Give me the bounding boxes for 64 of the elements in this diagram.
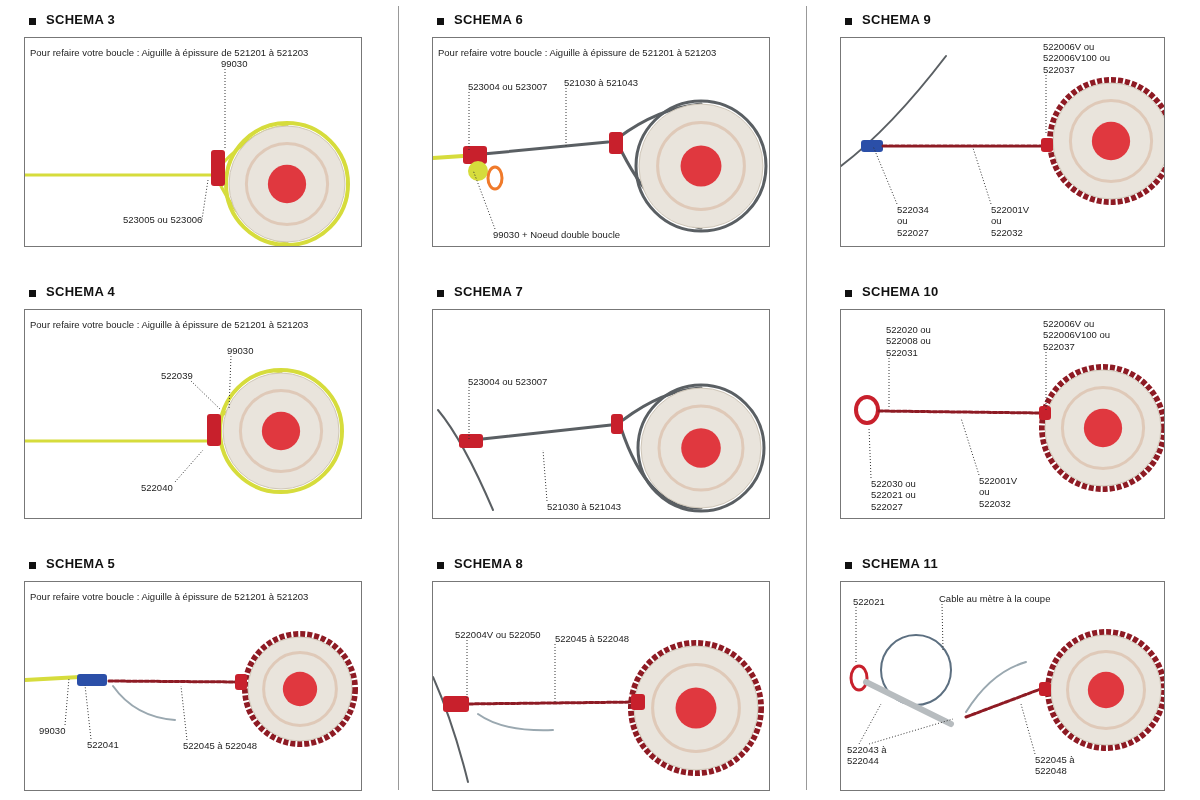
- callout-label: 521030 à 521043: [547, 501, 621, 513]
- leader-line: [190, 380, 222, 411]
- callout-label: 522034 ou 522027: [897, 204, 931, 239]
- note-text: Pour refaire votre boucle : Aiguille à épissure de 521201 à 521203: [30, 319, 309, 330]
- leader-line: [64, 677, 70, 726]
- callout-label: 522006V ou 522006V100 ou 522037: [1043, 318, 1123, 353]
- callout-label: 522041: [87, 739, 119, 751]
- leader-line: [855, 606, 857, 665]
- callout-label: 99030 + Noeud double boucle: [493, 229, 621, 241]
- leader-line: [174, 449, 204, 483]
- leader-line: [228, 355, 232, 411]
- callout-label: 522021: [853, 596, 885, 608]
- panel-heading: SCHEMA 8: [454, 556, 524, 571]
- callout-label: 523005 ou 523006: [123, 214, 203, 226]
- panel-heading: SCHEMA 4: [46, 284, 116, 299]
- leader-line: [941, 603, 944, 651]
- note-text: Pour refaire votre boucle : Aiguille à épissure de 521201 à 521203: [438, 47, 717, 58]
- callout-label: 522045 à 522048: [1035, 754, 1079, 777]
- leader-line: [472, 169, 496, 230]
- callout-label: 522006V ou 522006V100 ou 522037: [1043, 41, 1123, 76]
- leader-line: [1020, 703, 1036, 755]
- leader-line: [1045, 351, 1047, 411]
- panel-heading: SCHEMA 5: [46, 556, 116, 571]
- callout-label: 521030 à 521043: [564, 77, 638, 89]
- callout-label: 522043 à 522044: [847, 744, 891, 767]
- callout-label: 522039: [161, 370, 193, 382]
- panel-heading: SCHEMA 9: [862, 12, 932, 27]
- note-text: Pour refaire votre boucle : Aiguille à épissure de 521201 à 521203: [30, 47, 309, 58]
- leader-line: [554, 643, 556, 703]
- callout-label: Cable au mètre à la coupe: [939, 593, 1051, 605]
- callout-label: 522045 à 522048: [555, 633, 629, 645]
- leader-line: [201, 179, 209, 220]
- callout-label: 99030: [221, 58, 248, 70]
- leader-line: [224, 68, 226, 151]
- leader-line: [872, 145, 898, 205]
- leader-line: [858, 703, 882, 745]
- panel-heading: SCHEMA 6: [454, 12, 524, 27]
- leader-line: [468, 91, 470, 151]
- callout-label: 522045 à 522048: [183, 740, 257, 752]
- callout-label: 523004 ou 523007: [468, 81, 548, 93]
- leader-line: [84, 684, 92, 740]
- leader-line: [468, 386, 470, 441]
- callout-label: 522030 ou 522021 ou 522027: [871, 478, 923, 513]
- leader-line: [868, 718, 954, 745]
- callout-label: 99030: [39, 725, 66, 737]
- panel-heading: SCHEMA 7: [454, 284, 524, 299]
- leader-line: [466, 639, 468, 701]
- leader-line: [1045, 74, 1047, 136]
- leader-line: [960, 417, 980, 476]
- leader-line: [972, 147, 992, 205]
- callout-label: 522040: [141, 482, 173, 494]
- panel-heading: SCHEMA 11: [862, 556, 938, 571]
- leader-line: [868, 427, 872, 479]
- panel-heading: SCHEMA 3: [46, 12, 116, 27]
- panel-heading: SCHEMA 10: [862, 284, 939, 299]
- callout-label: 99030: [227, 345, 254, 357]
- note-text: Pour refaire votre boucle : Aiguille à épissure de 521201 à 521203: [30, 591, 309, 602]
- leader-line: [180, 685, 188, 741]
- leader-line: [888, 357, 890, 409]
- callout-label: 523004 ou 523007: [468, 376, 548, 388]
- callout-label: 522020 ou 522008 ou 522031: [886, 324, 938, 359]
- leader-line: [565, 87, 567, 147]
- callout-label: 522004V ou 522050: [455, 629, 541, 641]
- leader-line: [542, 449, 548, 502]
